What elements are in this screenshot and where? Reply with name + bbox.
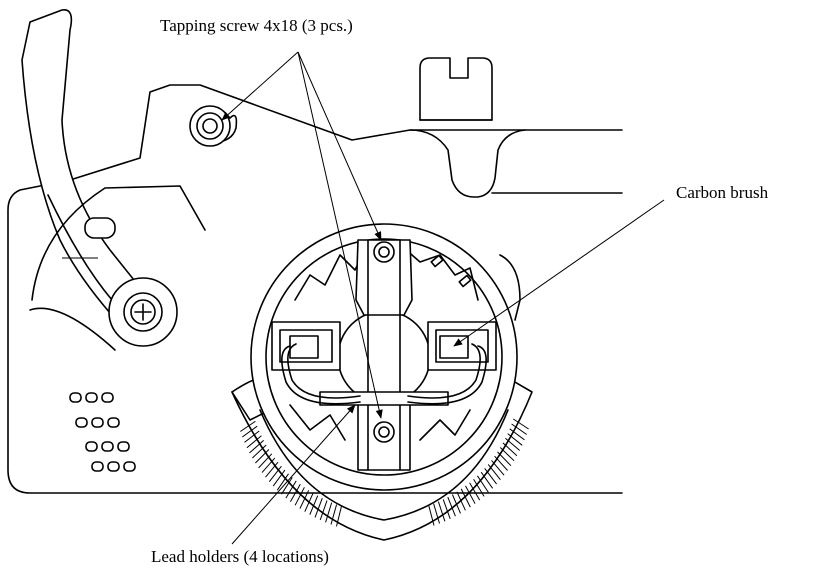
brush-holder-assembly [250,223,518,491]
top-knob [419,57,493,121]
dial-scale [29,185,206,351]
pivot-screw [108,277,178,347]
carbon-brush-label: Carbon brush [676,183,769,202]
leader-lines [221,51,665,545]
lead-holders-label: Lead holders (4 locations) [151,547,329,566]
top-screw [189,105,238,147]
vent-slots [69,392,136,472]
tapping-screw-label: Tapping screw 4x18 (3 pcs.) [160,16,353,35]
fan-ring [231,254,533,541]
lever [21,9,151,323]
motor-housing [7,57,623,494]
